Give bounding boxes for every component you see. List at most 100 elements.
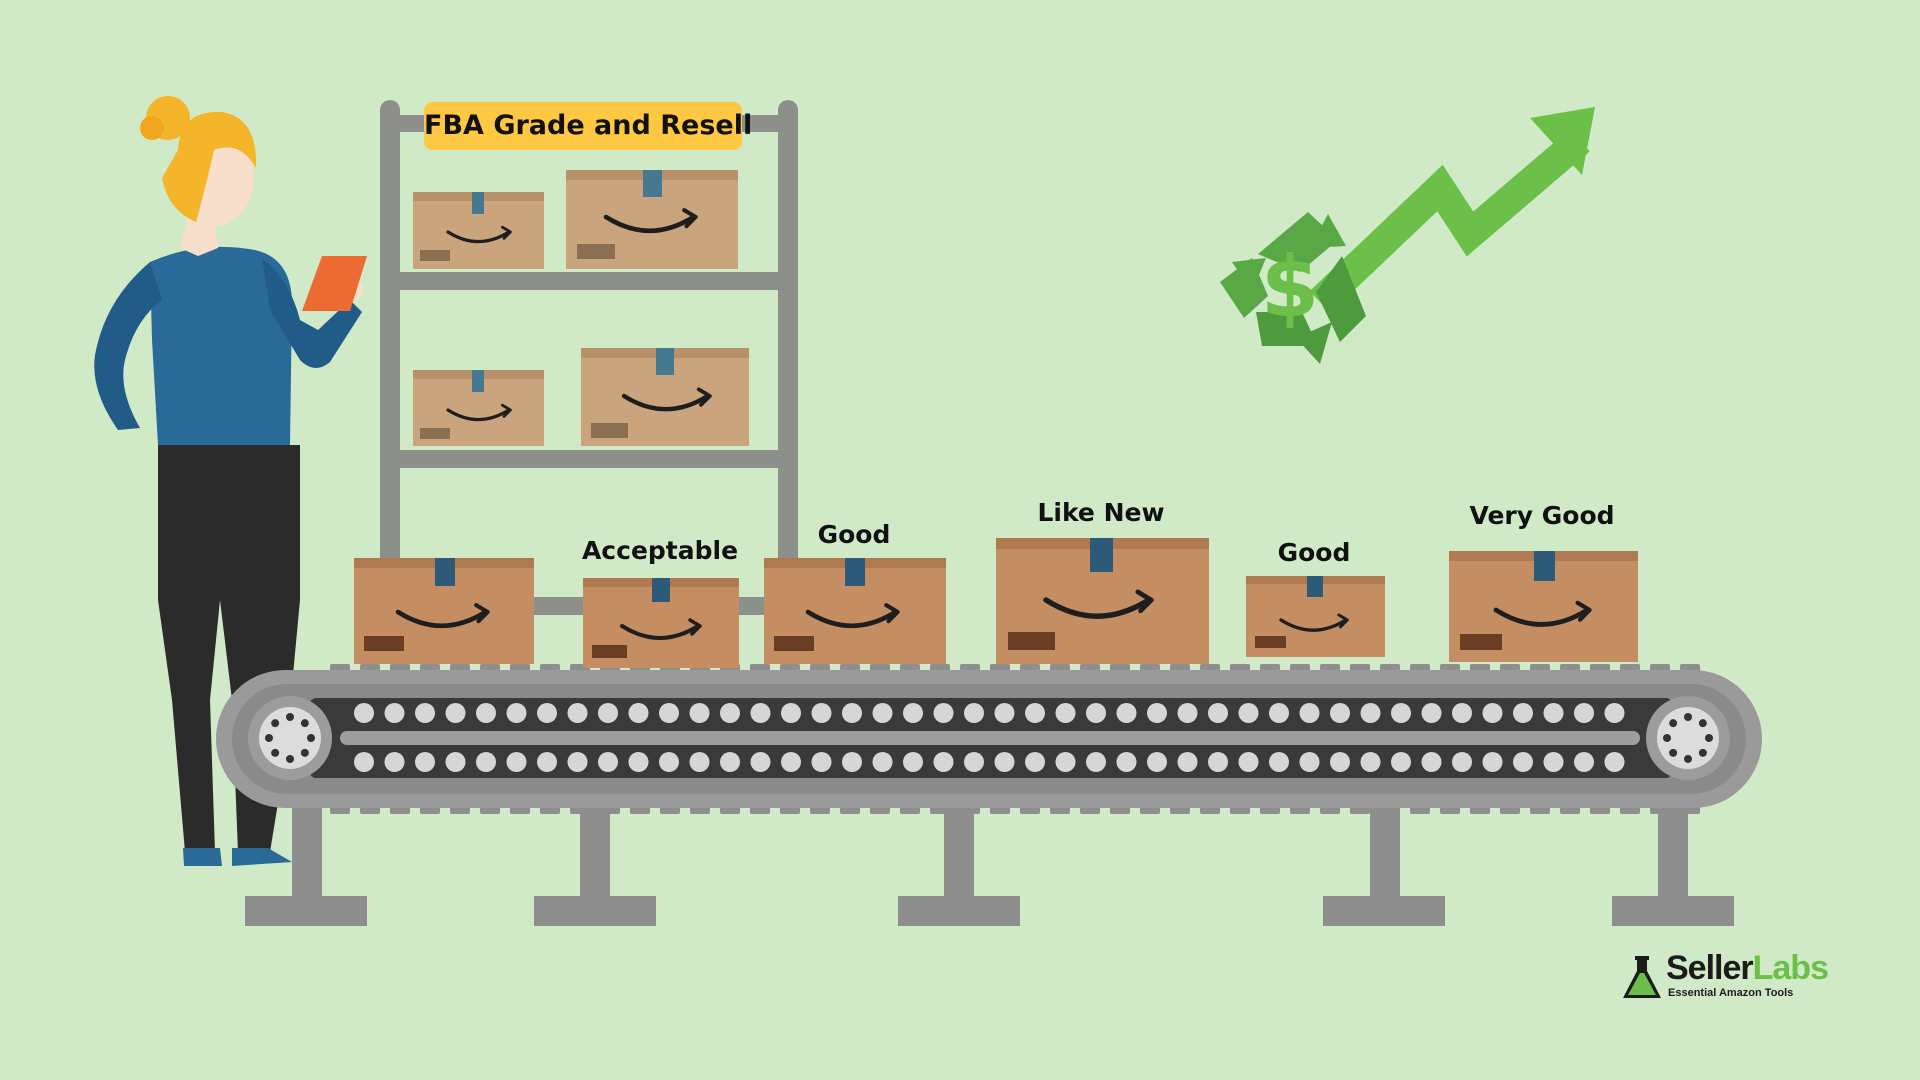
seller-labs-flask-icon: [1623, 956, 1661, 998]
conveyor-roller: [384, 703, 405, 723]
shelf-box-3: [413, 370, 544, 446]
conveyor-roller: [1604, 752, 1625, 772]
recycle-dollar-icon: $: [1220, 212, 1366, 364]
hub-bolt: [286, 755, 294, 763]
condition-label-good-2: Good: [1277, 538, 1351, 567]
conveyor-roller: [659, 752, 679, 772]
conveyor-roller: [1269, 703, 1289, 723]
conveyor-supports: [245, 790, 1734, 926]
hub-bolt: [1669, 748, 1678, 757]
hub-bolt: [307, 734, 315, 742]
conveyor-roller: [1482, 703, 1503, 723]
conveyor-roller: [1055, 752, 1076, 772]
conveyor-roller: [1299, 752, 1320, 772]
hub-bolt: [265, 734, 273, 742]
conveyor-roller: [476, 703, 496, 723]
conveyor-roller: [842, 703, 862, 723]
conveyor-roller: [994, 703, 1015, 723]
conveyor-roller: [1238, 703, 1259, 723]
conveyor-roller: [1238, 752, 1259, 772]
conveyor-roller: [842, 752, 862, 772]
conveyor-roller: [354, 703, 374, 723]
conveyor-roller: [964, 703, 984, 723]
conveyor-roller: [567, 703, 588, 723]
conveyor-roller: [720, 752, 740, 772]
conveyor-roller: [994, 752, 1015, 772]
conveyor-roller: [659, 703, 679, 723]
hub-bolt: [300, 719, 309, 728]
conveyor-roller: [781, 752, 801, 772]
logo-name: SellerLabs: [1666, 949, 1829, 987]
conveyor-roller: [628, 703, 649, 723]
hub-bolt: [1663, 734, 1671, 742]
conveyor-roller: [720, 703, 740, 723]
hub-bolt: [1684, 755, 1692, 763]
conveyor-roller: [1086, 752, 1106, 772]
conveyor-roller: [1208, 703, 1228, 723]
conveyor-roller: [1330, 752, 1350, 772]
conveyor-roller: [1513, 752, 1533, 772]
conveyor-roller: [1574, 703, 1594, 723]
conveyor-box-1: [354, 558, 534, 664]
hub-bolt: [271, 719, 280, 728]
condition-label-good: Good: [817, 520, 891, 549]
conveyor-roller: [1513, 703, 1533, 723]
conveyor-roller: [537, 752, 557, 772]
conveyor-roller: [1543, 752, 1564, 772]
conveyor-roller: [415, 703, 435, 723]
conveyor-roller: [903, 703, 923, 723]
logo-name-seller: Seller: [1666, 949, 1754, 987]
hub-bolt: [1698, 719, 1707, 728]
conveyor-roller: [750, 703, 771, 723]
conveyor-roller: [1116, 752, 1137, 772]
conveyor-roller: [933, 703, 954, 723]
conveyor-roller: [598, 752, 618, 772]
hub-bolt: [286, 713, 294, 721]
conveyor-roller: [1177, 703, 1198, 723]
conveyor-roller: [1482, 752, 1503, 772]
conveyor-roller: [1574, 752, 1594, 772]
conveyor-roller: [1543, 703, 1564, 723]
conveyor-roller: [1147, 703, 1167, 723]
conveyor-roller: [415, 752, 435, 772]
conveyor-roller: [354, 752, 374, 772]
conveyor-box-3: [764, 558, 946, 664]
conveyor-roller: [1391, 703, 1411, 723]
condition-label-acceptable: Acceptable: [581, 536, 739, 565]
conveyor-roller: [1604, 703, 1625, 723]
conveyor-roller: [476, 752, 496, 772]
conveyor-roller: [1452, 703, 1472, 723]
hub-bolt: [1669, 719, 1678, 728]
conveyor-roller: [689, 752, 710, 772]
conveyor-roller: [811, 752, 832, 772]
growth-arrow-icon: [1309, 107, 1595, 313]
conveyor-roller: [1055, 703, 1076, 723]
hub-bolt: [300, 748, 309, 757]
conveyor-roller: [1330, 703, 1350, 723]
conveyor-roller: [1391, 752, 1411, 772]
conveyor-roller: [750, 752, 771, 772]
conveyor-roller: [1116, 703, 1137, 723]
conveyor-roller: [1421, 703, 1442, 723]
shelf-box-1: [413, 192, 544, 269]
conveyor-box-2: [583, 578, 739, 668]
conveyor-roller: [933, 752, 954, 772]
hub-bolt: [1698, 748, 1707, 757]
conveyor-roller: [1269, 752, 1289, 772]
shelf-box-2: [566, 170, 738, 269]
seller-labs-logo: SellerLabs Essential Amazon Tools: [1620, 950, 1829, 1002]
conveyor-roller: [689, 703, 710, 723]
hub-bolt: [1705, 734, 1713, 742]
conveyor-roller: [384, 752, 405, 772]
conveyor-roller: [1025, 703, 1045, 723]
svg-text:$: $: [1261, 238, 1319, 336]
conveyor-roller: [872, 703, 893, 723]
conveyor-box-6: [1449, 551, 1638, 662]
hub-bolt: [271, 748, 280, 757]
conveyor-roller: [872, 752, 893, 772]
conveyor-roller: [506, 703, 527, 723]
conveyor-box-4: [996, 538, 1209, 664]
conveyor-roller: [811, 703, 832, 723]
